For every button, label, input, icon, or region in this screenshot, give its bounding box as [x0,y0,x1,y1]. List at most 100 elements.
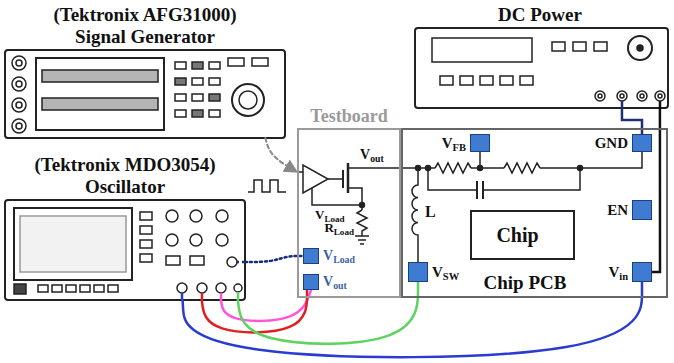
node-text: Vin [588,265,628,280]
text-subscript: out [370,153,384,164]
instrument-body [5,50,285,138]
probe-pad: Vout [303,274,319,290]
part-label: L [425,204,445,220]
knob [239,91,257,109]
button [192,94,203,101]
text-subscript: Load [333,254,355,265]
text-main: V [442,135,453,151]
button [228,58,244,66]
ground-symbol [355,236,369,244]
node-text: (Tektronix AFG31000) Signal Generator [30,4,260,48]
knob [16,102,22,108]
text-main: V [323,248,333,263]
amplifier-symbol [303,165,328,193]
signal-label: Vout [360,148,398,162]
terminal [598,94,602,98]
capacitor-symbol [477,181,483,199]
signal-label: VLoad [315,208,355,221]
text-subscript: in [619,271,628,282]
button [440,76,453,85]
button [252,58,268,66]
button [108,285,118,292]
text-main: V [360,147,370,162]
testboard-schematic [299,163,369,244]
button [52,285,62,292]
node-text: EN [588,203,628,218]
screen-area [20,216,126,272]
button [140,240,152,248]
knob [12,56,26,70]
knob [190,234,202,246]
knob [637,45,643,51]
button [175,94,186,101]
probe-wire [245,256,303,262]
display [432,38,532,62]
terminal [595,91,605,101]
resistor-symbol [435,163,471,173]
terminal [637,91,647,101]
screen-bar [42,70,158,82]
terminal [620,94,624,98]
probe-wire [238,282,418,344]
terminal [655,91,665,101]
pin-pad: VSW [408,262,428,282]
pin-pad: VFB [470,134,490,152]
node-text: Chip [470,224,565,246]
chip-box: Chip [470,210,575,260]
oscilloscope: (Tektronix MDO3054) Oscillator [5,200,245,300]
node-text: Vout [323,275,373,289]
pin-pad: EN [632,200,652,220]
node-text: VSW [432,265,482,280]
button [500,76,513,85]
screen-bar [42,98,158,110]
knob [216,234,228,246]
screen [14,208,132,280]
pcb-schematic [348,152,642,262]
inductor-symbol [412,168,418,262]
button [594,42,607,51]
text-subscript: FB [453,142,466,153]
junction-dot [426,166,431,171]
button [14,284,26,294]
wire [428,168,580,190]
screen [36,58,164,130]
text-main: V [608,264,619,280]
testboard: TestboardVLoadVout [297,128,401,298]
button [209,94,220,101]
button [140,254,152,262]
pin-pad: GND [632,134,652,152]
button [140,226,152,234]
junction-dot [578,166,583,171]
button [66,285,76,292]
node-text: VFB [418,136,466,151]
node-text: GND [578,136,628,151]
knob [166,234,178,246]
probe-pad: VLoad [303,248,319,264]
part-label: RLoad [312,221,354,234]
button [38,285,48,292]
node-text: VLoad [323,249,373,263]
text-main: R [324,220,333,235]
button [480,76,493,85]
node-text: Chip PCB [470,273,580,293]
power-wire [652,108,660,272]
knob [190,210,202,222]
button [192,78,203,85]
knob [12,77,26,91]
signal-wire [265,138,297,172]
text-main: V [432,264,443,280]
knob [16,60,22,66]
knob [216,210,228,222]
node-text: Testboard [297,106,401,126]
probe-port [227,257,237,267]
knob [16,123,22,129]
knob [232,84,264,116]
probe-port [177,283,187,293]
chip-pcb: Chip PCBVFBGNDChipENVinVSW [401,128,668,298]
button [552,42,565,51]
oscilloscope-drawing [5,200,245,300]
wire [471,167,504,169]
button [209,110,220,117]
text-subscript: Load [334,227,354,237]
